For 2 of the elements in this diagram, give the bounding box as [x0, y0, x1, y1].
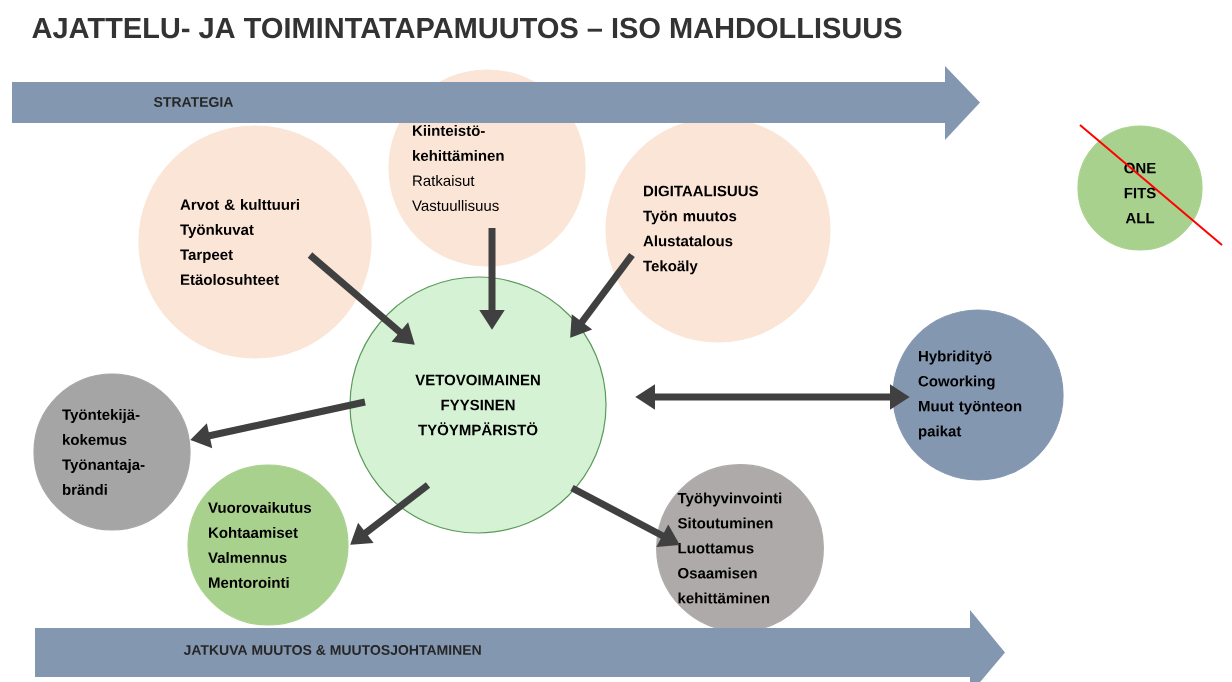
arrow-band: JATKUVA MUUTOS & MUUTOSJOHTAMINEN — [35, 610, 1005, 682]
title: AJATTELU- JA TOIMINTATAPAMUUTOS – ISO MAHDOLLISUUS — [32, 17, 902, 39]
